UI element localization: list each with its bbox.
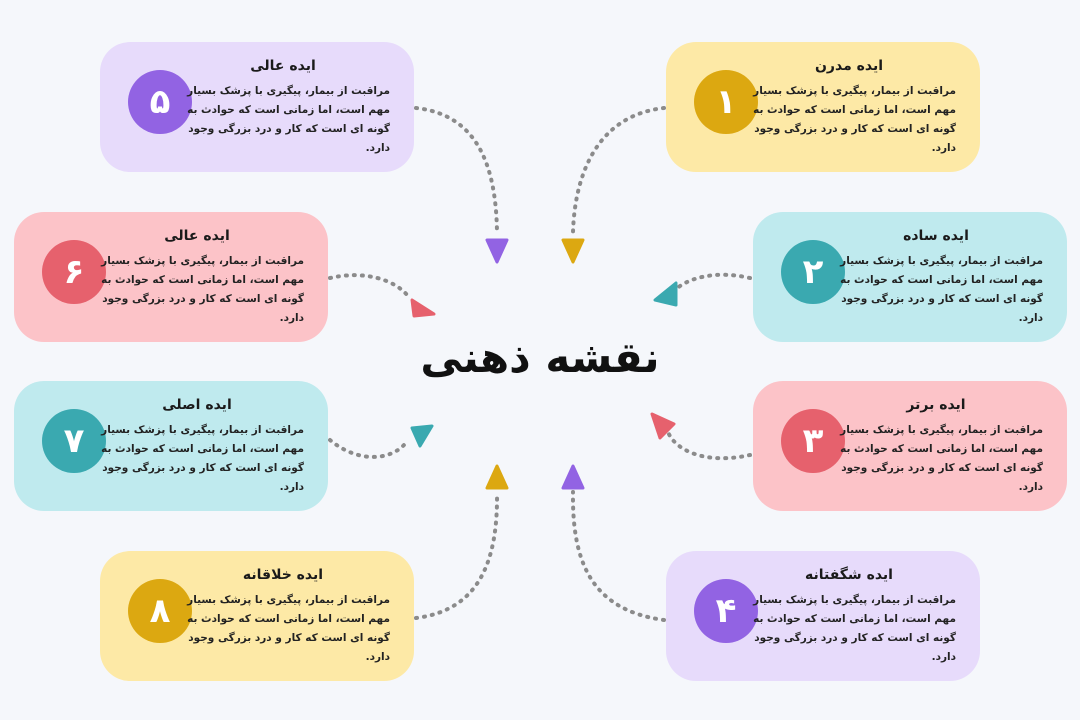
- connector-3: [666, 430, 752, 461]
- arrow-1: [561, 238, 585, 264]
- card-title: ایده خلاقانه: [242, 567, 324, 583]
- card-title: ایده برتر: [906, 397, 966, 413]
- idea-card-6: ۶ ایده عالی مراقبت از بیمار، پیگیری با پ…: [14, 212, 328, 342]
- idea-card-2: ۲ ایده ساده مراقبت از بیمار، پیگیری با پ…: [753, 212, 1067, 342]
- card-title: ایده ساده: [903, 228, 969, 244]
- connector-6: [328, 273, 410, 298]
- idea-card-1: ۱ ایده مدرن مراقبت از بیمار، پیگیری با پ…: [666, 42, 980, 172]
- card-title: ایده مدرن: [814, 58, 884, 74]
- number-badge: ۷: [42, 409, 106, 473]
- idea-card-4: ۴ ایده شگفتانه مراقبت از بیمار، پیگیری ب…: [666, 551, 980, 681]
- card-text: مراقبت از بیمار، پیگیری با پزشک بسیار مه…: [840, 255, 1043, 324]
- arrow-3: [650, 412, 676, 440]
- arrow-8: [485, 464, 509, 490]
- connector-4: [570, 490, 666, 622]
- number-badge: ۵: [128, 70, 192, 134]
- arrow-7: [410, 424, 434, 448]
- number-badge: ۴: [694, 579, 758, 643]
- number-badge: ۲: [781, 240, 845, 304]
- card-text: مراقبت از بیمار، پیگیری با پزشک بسیار مه…: [840, 424, 1043, 493]
- card-title: ایده اصلی: [162, 397, 232, 413]
- idea-card-8: ۸ ایده خلاقانه مراقبت از بیمار، پیگیری ب…: [100, 551, 414, 681]
- idea-card-5: ۵ ایده عالی مراقبت از بیمار، پیگیری با پ…: [100, 42, 414, 172]
- arrow-4: [561, 464, 585, 490]
- connector-7: [328, 438, 410, 459]
- connector-5: [414, 106, 499, 234]
- number-badge: ۱: [694, 70, 758, 134]
- connector-2: [673, 272, 752, 292]
- number-badge: ۳: [781, 409, 845, 473]
- arrow-5: [485, 238, 509, 264]
- arrow-6: [410, 298, 436, 318]
- card-text: مراقبت از بیمار، پیگیری با پزشک بسیار مه…: [101, 424, 304, 493]
- card-text: مراقبت از بیمار، پیگیری با پزشک بسیار مه…: [187, 85, 390, 154]
- card-text: مراقبت از بیمار، پیگیری با پزشک بسیار مه…: [753, 85, 956, 154]
- idea-card-3: ۳ ایده برتر مراقبت از بیمار، پیگیری با پ…: [753, 381, 1067, 511]
- number-badge: ۶: [42, 240, 106, 304]
- mind-map-title: نقشه ذهنی: [420, 333, 660, 382]
- card-title: ایده عالی: [250, 58, 316, 74]
- card-text: مراقبت از بیمار، پیگیری با پزشک بسیار مه…: [187, 594, 390, 663]
- connector-1: [571, 106, 666, 234]
- arrow-2: [653, 281, 678, 307]
- card-title: ایده شگفتانه: [805, 567, 893, 583]
- card-title: ایده عالی: [164, 228, 230, 244]
- connector-8: [414, 490, 500, 620]
- card-text: مراقبت از بیمار، پیگیری با پزشک بسیار مه…: [753, 594, 956, 663]
- idea-card-7: ۷ ایده اصلی مراقبت از بیمار، پیگیری با پ…: [14, 381, 328, 511]
- card-text: مراقبت از بیمار، پیگیری با پزشک بسیار مه…: [101, 255, 304, 324]
- number-badge: ۸: [128, 579, 192, 643]
